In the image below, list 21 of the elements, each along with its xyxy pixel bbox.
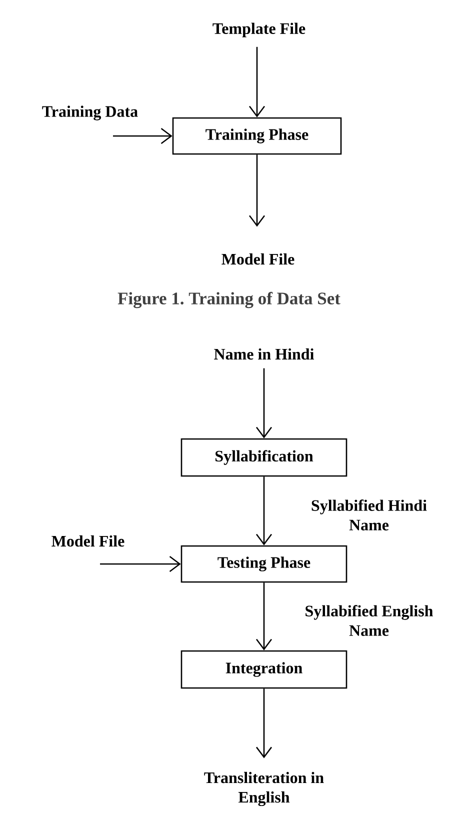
input-label: Model File <box>52 535 124 547</box>
figure-caption: Figure 1. Training of Data Set <box>118 292 340 308</box>
arrow <box>248 46 266 118</box>
input-label: Name in Hindi <box>214 348 314 360</box>
arrow <box>248 154 266 227</box>
arrow <box>256 582 272 650</box>
edge-label: Syllabified English Name <box>306 605 433 636</box>
arrow <box>113 128 172 144</box>
arrow <box>100 556 181 572</box>
output-label: Transliteration in English <box>204 772 324 806</box>
input-label: Template File <box>212 22 306 38</box>
process-box: Integration <box>180 650 348 689</box>
process-box: Syllabification <box>180 438 348 477</box>
arrow <box>256 476 272 546</box>
input-label: Training Data <box>42 106 138 120</box>
output-label: Model File <box>222 253 294 265</box>
process-box: Training Phase <box>172 117 342 155</box>
arrow <box>256 368 272 438</box>
edge-label: Syllabified Hindi Name <box>312 500 427 530</box>
process-box: Testing Phase <box>180 545 348 583</box>
arrow <box>256 688 272 758</box>
